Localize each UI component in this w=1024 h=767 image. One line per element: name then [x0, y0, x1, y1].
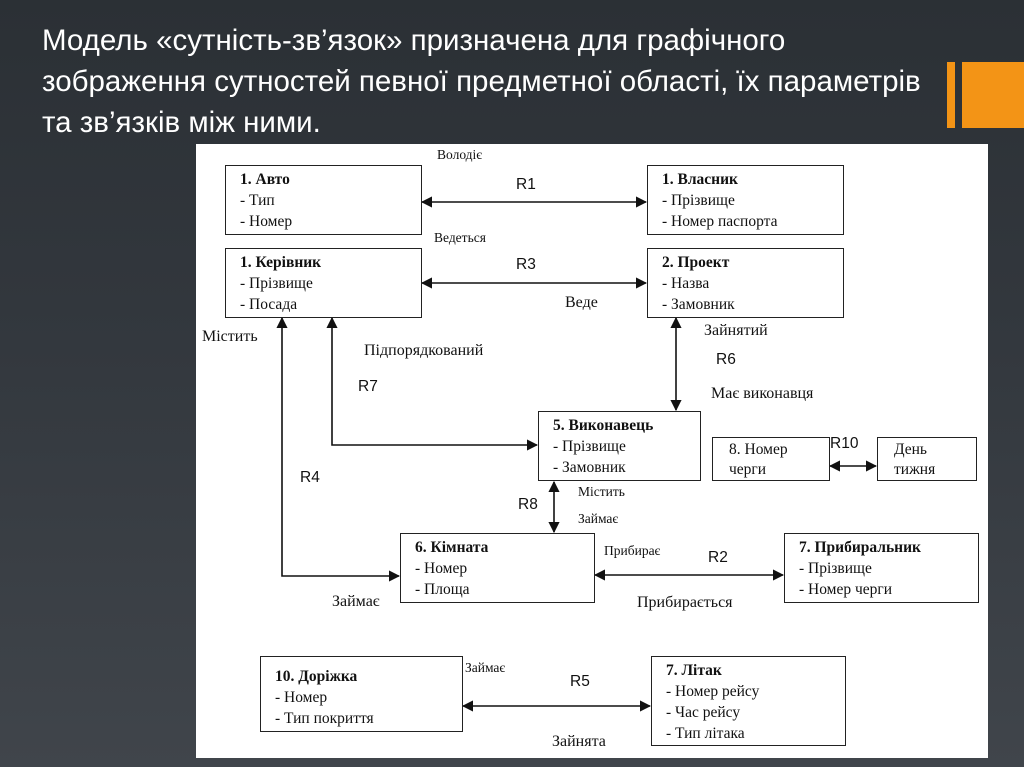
r10-id: R10 — [830, 435, 859, 452]
r4-label-b: Займає — [332, 593, 380, 610]
r1-label: Володіє — [437, 147, 483, 162]
entity-proekt-name: 2. Проект — [662, 254, 730, 271]
r6-label-a: Зайнятий — [704, 322, 768, 339]
entity-kerivnyk-name: 1. Керівник — [240, 254, 322, 271]
r6-label-b: Має виконавця — [711, 385, 814, 402]
entity-vlasnyk: 1. Власник - Прізвище - Номер паспорта — [647, 165, 844, 235]
entity-prybyralnyk-name: 7. Прибиральник — [799, 539, 921, 556]
r5-label-b: Зайнята — [552, 733, 606, 750]
slide-title: Модель «сутність-зв’язок» призначена для… — [42, 24, 921, 139]
entity-kimnata-attr: - Площа — [415, 581, 470, 598]
entity-kimnata-attr: - Номер — [415, 560, 468, 577]
entity-proekt-attr: - Назва — [662, 275, 710, 292]
r5-label-a: Займає — [465, 660, 506, 675]
entity-kimnata: 6. Кімната - Номер - Площа — [400, 533, 595, 603]
entity-dorizhka-name: 10. Доріжка — [275, 668, 358, 685]
accent-bar-thin — [947, 62, 955, 128]
entity-vykonavets-attr: - Прізвище — [553, 438, 626, 455]
entity-proekt: 2. Проект - Назва - Замовник — [647, 248, 844, 318]
entity-litak-name: 7. Літак — [666, 662, 722, 679]
accent-bar-thick — [962, 62, 1024, 128]
entity-kerivnyk: 1. Керівник - Прізвище - Посада — [225, 248, 422, 318]
diagram-connectors — [276, 196, 878, 712]
r5-id: R5 — [570, 673, 590, 690]
entity-vykonavets: 5. Виконавець - Прізвище - Замовник — [538, 411, 701, 481]
entity-vlasnyk-attr: - Номер паспорта — [662, 213, 778, 230]
entity-dorizhka-attr: - Номер — [275, 689, 328, 706]
entity-vlasnyk-attr: - Прізвище — [662, 192, 735, 209]
entity-den-tyzhnia-line: День — [894, 441, 928, 458]
entity-prybyralnyk-attr: - Прізвище — [799, 560, 872, 577]
er-diagram: 1. Авто - Тип - Номер 1. Власник - Прізв… — [196, 144, 988, 758]
r3-label-a: Ведеться — [434, 230, 486, 245]
entity-avto-attr: - Тип — [240, 192, 275, 209]
entity-kimnata-name: 6. Кімната — [415, 539, 489, 556]
r6-id: R6 — [716, 351, 736, 368]
entity-litak-attr: - Тип літака — [666, 725, 745, 742]
entity-kerivnyk-attr: - Посада — [240, 296, 298, 313]
r8-label-a: Містить — [578, 484, 625, 499]
r2-label-b: Прибирається — [637, 594, 733, 611]
entity-dorizhka: 10. Доріжка - Номер - Тип покриття — [260, 656, 463, 732]
entity-prybyralnyk: 7. Прибиральник - Прізвище - Номер черги — [784, 533, 979, 603]
entity-avto-name: 1. Авто — [240, 171, 290, 188]
entity-litak-attr: - Номер рейсу — [666, 683, 760, 700]
entity-litak: 7. Літак - Номер рейсу - Час рейсу - Тип… — [651, 656, 846, 746]
r4-connector — [276, 316, 401, 582]
entity-nomer-chergy: 8. Номер черги — [712, 437, 830, 481]
entity-dorizhka-attr: - Тип покриття — [275, 710, 374, 727]
entity-kerivnyk-attr: - Прізвище — [240, 275, 313, 292]
r1-id: R1 — [516, 176, 536, 193]
r3-label-b: Веде — [565, 294, 598, 311]
entity-den-tyzhnia-line: тижня — [894, 461, 936, 478]
entity-avto-attr: - Номер — [240, 213, 293, 230]
entity-vykonavets-name: 5. Виконавець — [553, 417, 654, 434]
entity-avto: 1. Авто - Тип - Номер — [225, 165, 422, 235]
entity-prybyralnyk-attr: - Номер черги — [799, 581, 893, 598]
r3-id: R3 — [516, 256, 536, 273]
entity-nomer-chergy-line: черги — [729, 461, 767, 478]
r8-id: R8 — [518, 496, 538, 513]
r4-id: R4 — [300, 469, 320, 486]
r8-label-b: Займає — [578, 511, 619, 526]
r7-id: R7 — [358, 378, 378, 395]
entity-vykonavets-attr: - Замовник — [553, 459, 626, 476]
entity-litak-attr: - Час рейсу — [666, 704, 741, 721]
r4-label-a: Містить — [202, 328, 258, 345]
entity-proekt-attr: - Замовник — [662, 296, 735, 313]
entity-den-tyzhnia: День тижня — [877, 437, 977, 481]
entity-nomer-chergy-line: 8. Номер — [729, 441, 788, 458]
r7-label: Підпорядкований — [364, 342, 484, 359]
r2-id: R2 — [708, 549, 728, 566]
entity-vlasnyk-name: 1. Власник — [662, 171, 738, 188]
r2-label-a: Прибирає — [604, 543, 661, 558]
